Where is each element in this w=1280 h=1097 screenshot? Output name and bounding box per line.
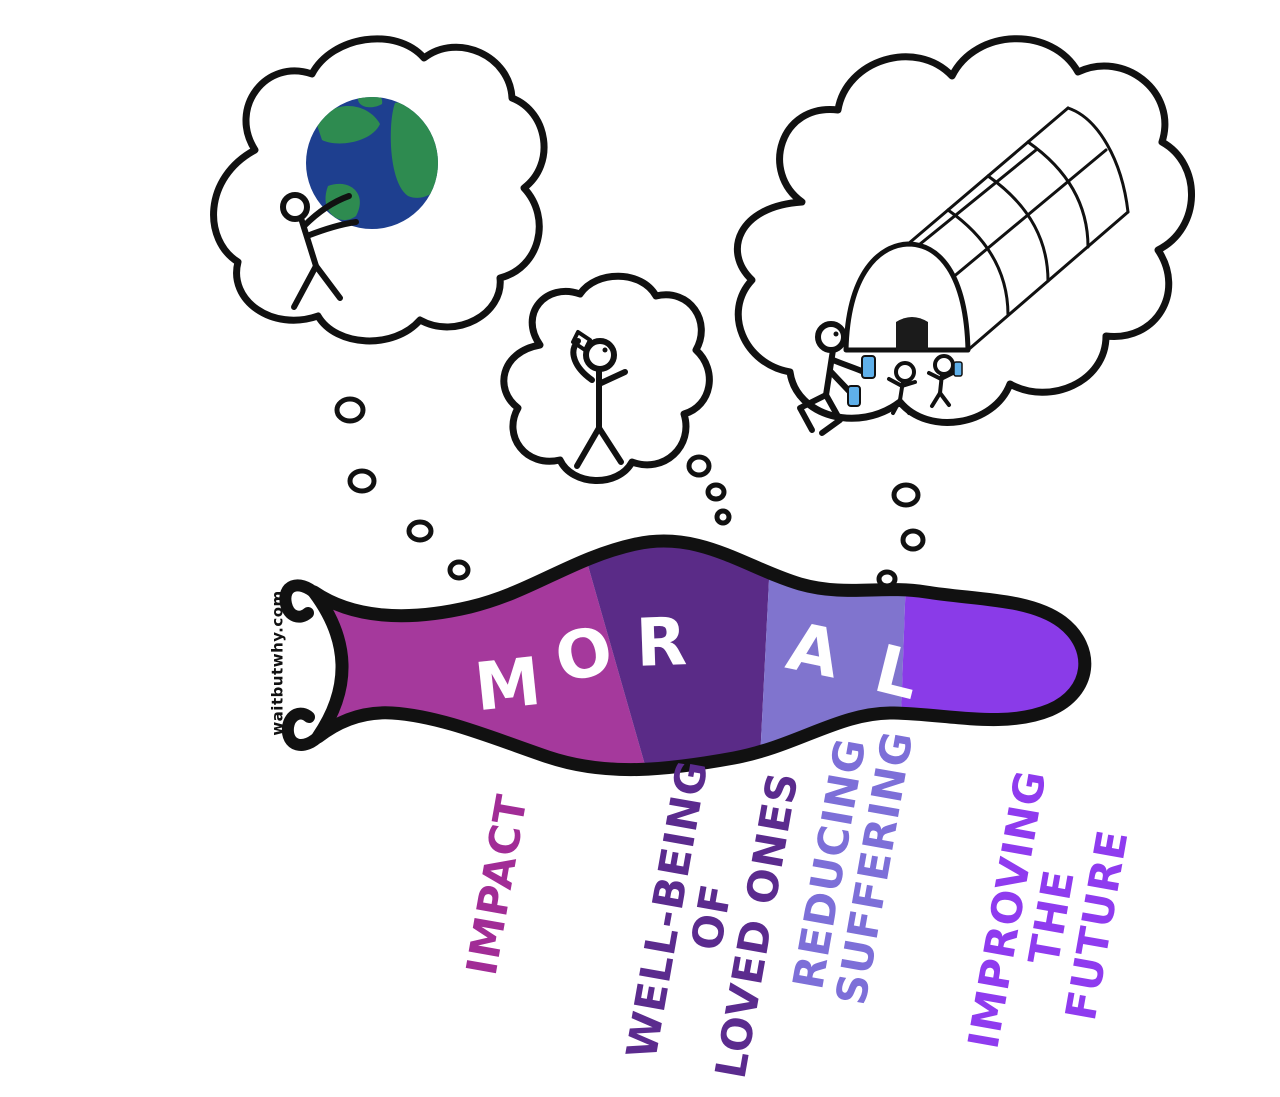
- bubble-trail-left: [334, 396, 471, 581]
- continent: [357, 97, 383, 108]
- ribbon-left-bottom-curl: [281, 707, 326, 751]
- thought-bubble-earth: [210, 35, 548, 581]
- tent-door: [896, 317, 928, 350]
- stick-figure-drinking: [570, 330, 628, 469]
- stick-figure-child-1: [887, 361, 917, 415]
- moral-letter-m: M: [471, 642, 545, 727]
- thought-bubble-shelter: [733, 35, 1195, 589]
- stick-figure-giving-water: [797, 321, 876, 436]
- continent: [316, 106, 380, 144]
- water-bottle: [861, 355, 876, 379]
- bubble-trail-middle: [686, 454, 732, 526]
- water-bottle: [847, 385, 861, 407]
- thought-bubble-drinking: [500, 272, 732, 526]
- stick-figure-hugging-earth: [280, 192, 359, 310]
- stick-figure-child-2: [927, 354, 963, 408]
- cloud-outline-right: [733, 35, 1195, 426]
- shelter-tent: [843, 106, 1130, 353]
- moral-letter-r: R: [634, 603, 689, 682]
- bubble-trail-right: [876, 482, 926, 589]
- continent: [325, 183, 360, 221]
- ribbon-outline: [307, 534, 1092, 777]
- ribbon-segment-well-being: [575, 540, 772, 770]
- watermark-waitbutwhy: waitbutwhy.com: [268, 590, 287, 736]
- water-bottle: [953, 361, 963, 377]
- ribbon-left-top-curl: [279, 579, 322, 623]
